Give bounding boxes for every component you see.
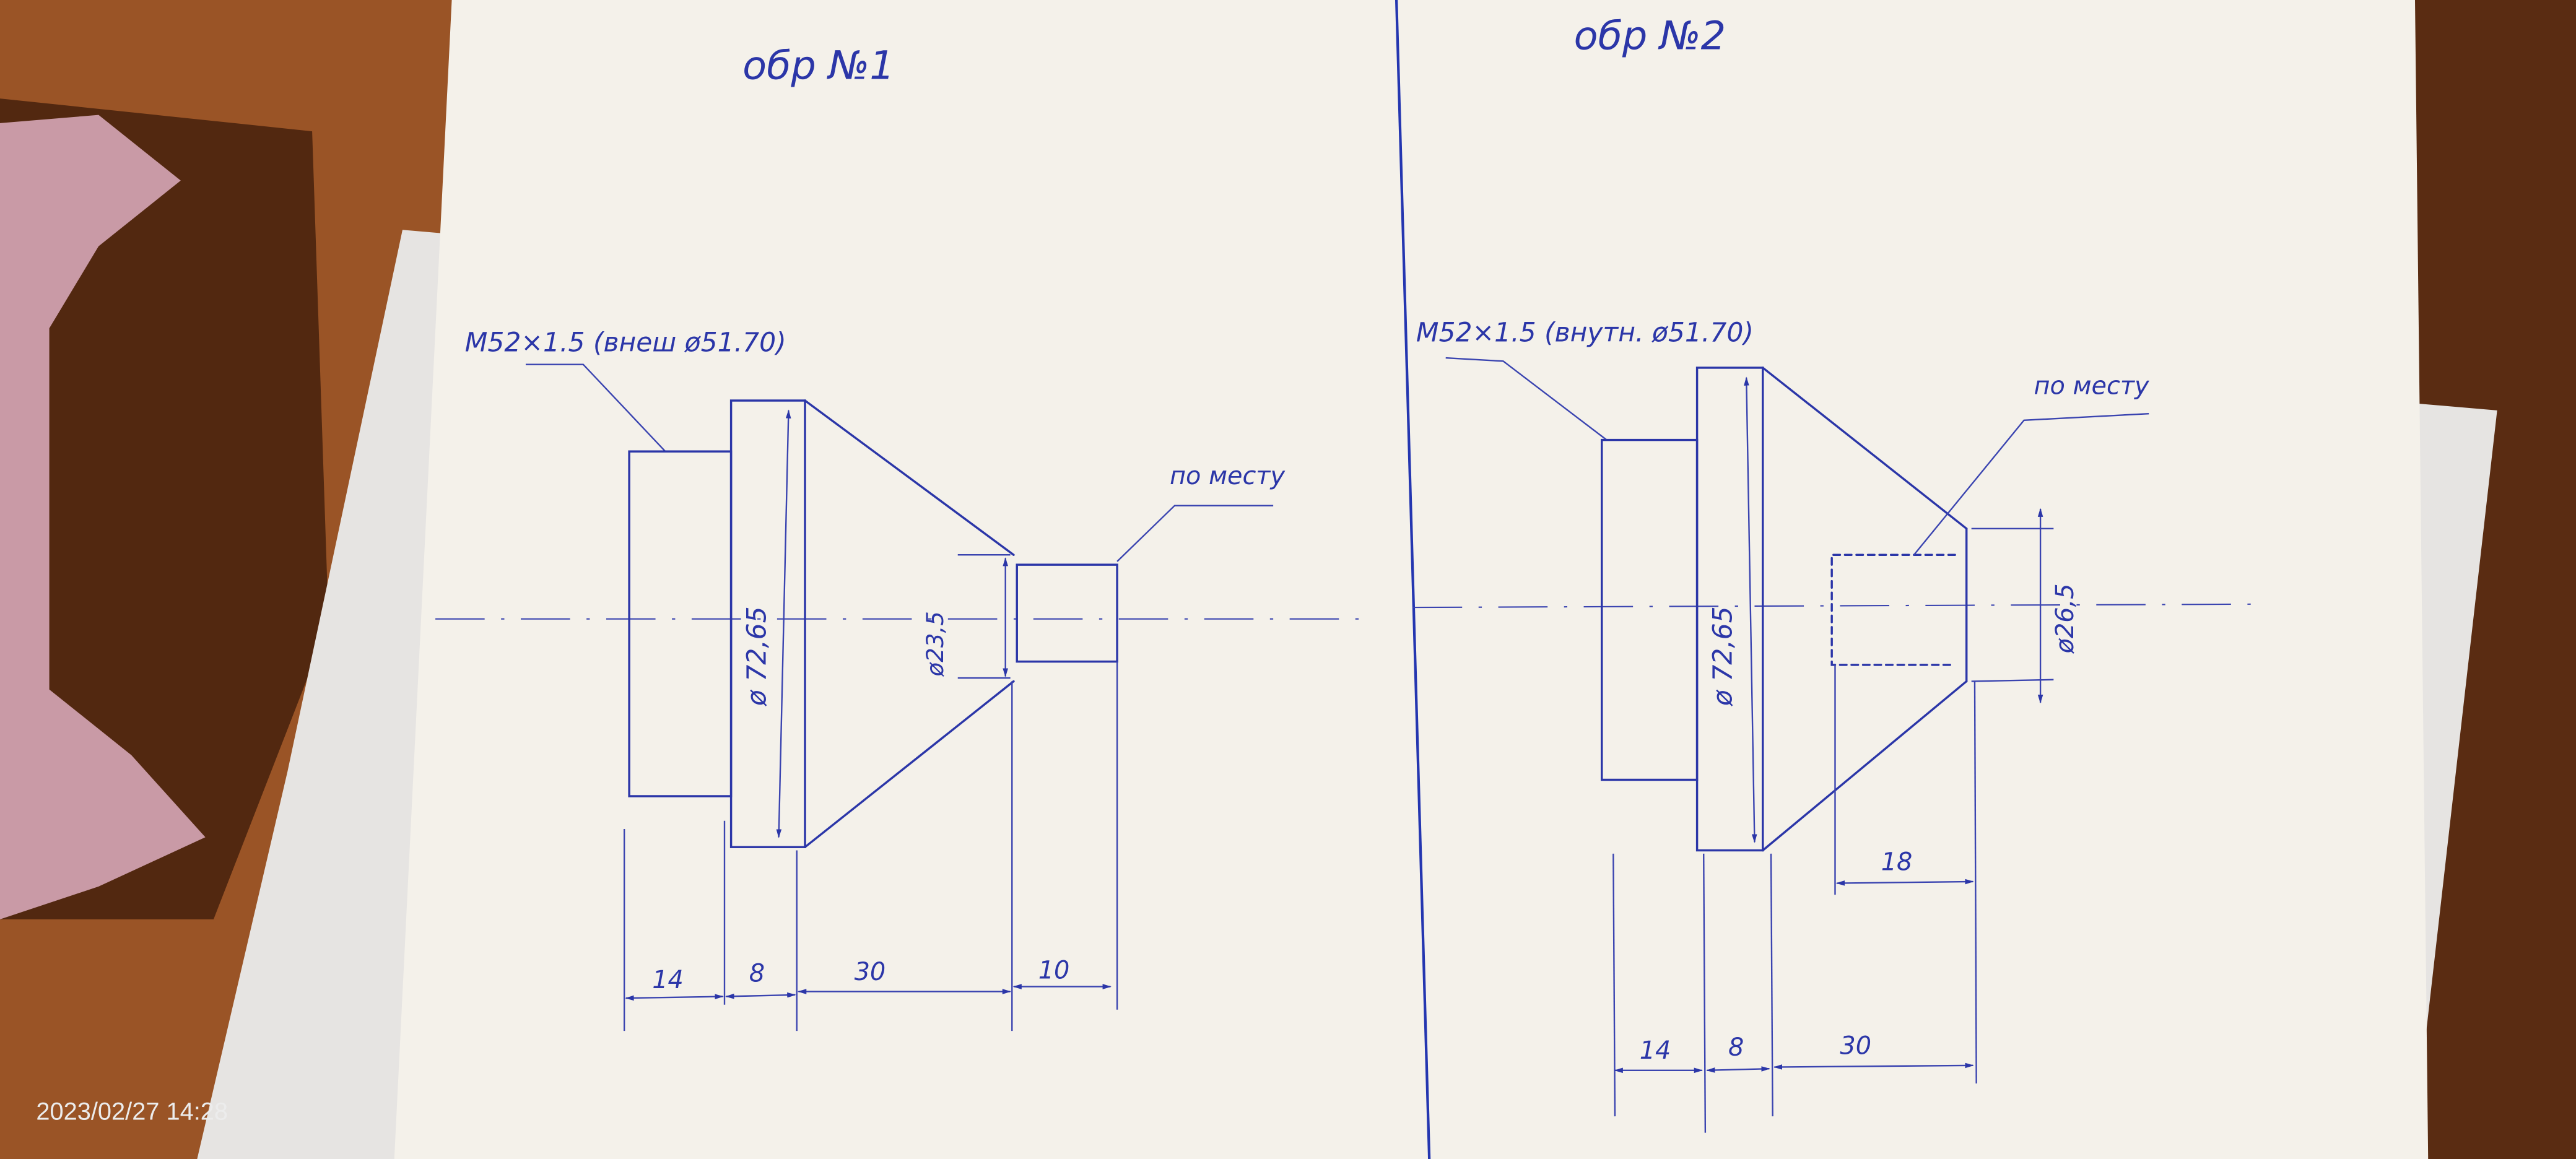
cone-edge-top	[804, 399, 1015, 556]
thread-leader-line	[525, 363, 666, 452]
drawing-1: обр №1 M52×1.5 (внеш ø51.70) ø 72,65 ø23…	[435, 43, 1372, 1031]
bore-hidden	[1830, 553, 1956, 666]
candy-wrapper	[0, 115, 206, 919]
extension-lines	[623, 661, 1118, 1031]
photo-timestamp: 2023/02/27 14:28	[36, 1098, 228, 1125]
dim-8: 8	[749, 960, 765, 988]
dim-30: 30	[855, 958, 886, 986]
dim-14: 14	[652, 966, 684, 994]
drawing-2-thread-note: M52×1.5 (внутн. ø51.70)	[1416, 318, 1754, 349]
dimension-lines	[1614, 1062, 1974, 1074]
flange-diameter-dimline	[1744, 376, 1757, 843]
sheet-divider-line	[1395, 0, 1431, 1159]
cone-edge-top	[1762, 367, 1968, 530]
flange-section	[1695, 367, 1764, 852]
drawing-1-title: обр №1	[742, 43, 895, 89]
flange-diameter-label: ø 72,65	[742, 606, 772, 706]
dim-10: 10	[1038, 956, 1070, 984]
bore-diameter-label: ø26,5	[2051, 583, 2079, 654]
fit-note: по месту	[1170, 462, 1286, 490]
fit-leader-line	[1116, 505, 1274, 562]
bore-depth-label: 18	[1881, 848, 1913, 876]
small-diameter-label: ø23,5	[922, 611, 949, 677]
dimension-lines	[625, 984, 1112, 1001]
thread-leader-line	[1445, 357, 1608, 441]
drawing-1-thread-note: M52×1.5 (внеш ø51.70)	[465, 328, 786, 358]
dim-30: 30	[1840, 1031, 1871, 1060]
cone-edge-bottom	[804, 680, 1015, 848]
dim-14: 14	[1640, 1036, 1671, 1065]
flange-diameter-dimline	[776, 409, 791, 838]
paper-sheet	[394, 0, 2429, 1159]
shadow	[0, 98, 329, 919]
small-cylinder	[1016, 563, 1118, 663]
centerline	[1412, 603, 2264, 609]
drawing-2-title: обр №2	[1574, 14, 1726, 59]
flange-section	[729, 399, 806, 848]
fit-note: по месту	[2034, 371, 2149, 400]
bore-depth-dimline	[1835, 879, 1974, 886]
cone-edge-bottom	[1762, 680, 1968, 852]
fit-leader-line	[1913, 413, 2149, 555]
dim-8: 8	[1728, 1033, 1744, 1062]
flange-diameter-label: ø 72,65	[1708, 606, 1738, 706]
drawing-2: обр №2 M52×1.5 (внутн. ø51.70) ø 72,65 ø…	[1412, 14, 2264, 1133]
